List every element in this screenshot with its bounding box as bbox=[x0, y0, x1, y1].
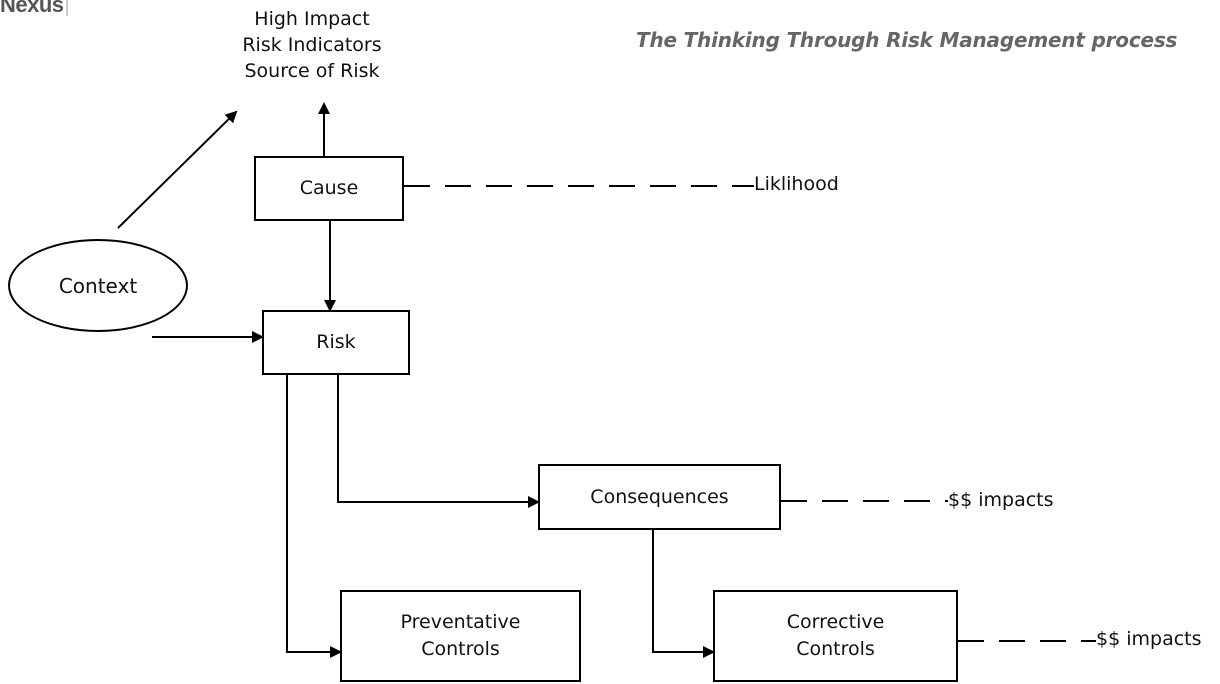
cause-label: Cause bbox=[299, 177, 359, 199]
risk-node: Risk bbox=[262, 310, 410, 375]
consequences-impacts-label: $$ impacts bbox=[948, 489, 1054, 511]
consequences-node: Consequences bbox=[538, 464, 781, 530]
preventative-label-line2: Controls bbox=[421, 638, 500, 660]
corrective-controls-node: Corrective Controls bbox=[713, 590, 958, 682]
top-label-risk-indicators: Risk Indicators bbox=[242, 34, 382, 56]
context-node: Context bbox=[8, 239, 188, 332]
corrective-impacts-label: $$ impacts bbox=[1096, 628, 1202, 650]
corrective-label-line2: Controls bbox=[796, 638, 875, 660]
likelihood-label: Liklihood bbox=[754, 173, 839, 195]
risk-label: Risk bbox=[316, 331, 356, 353]
top-label-source-of-risk: Source of Risk bbox=[244, 60, 380, 82]
cause-node: Cause bbox=[254, 156, 404, 221]
consequences-label: Consequences bbox=[590, 485, 729, 508]
logo: Nexus bbox=[0, 0, 68, 18]
arrow-risk-to-consequences bbox=[337, 375, 540, 508]
page-title: The Thinking Through Risk Management pro… bbox=[636, 28, 1178, 52]
context-label: Context bbox=[58, 273, 138, 298]
top-label-high-impact: High Impact bbox=[254, 8, 370, 30]
arrow-consequences-to-corrective bbox=[652, 530, 715, 658]
corrective-label-line1: Corrective bbox=[786, 611, 885, 633]
top-labels: High Impact Risk Indicators Source of Ri… bbox=[212, 6, 412, 84]
arrow-context-to-top bbox=[117, 110, 238, 229]
preventative-label-line1: Preventative bbox=[400, 611, 521, 633]
arrow-risk-to-preventative bbox=[286, 375, 342, 658]
preventative-controls-node: Preventative Controls bbox=[340, 590, 581, 682]
